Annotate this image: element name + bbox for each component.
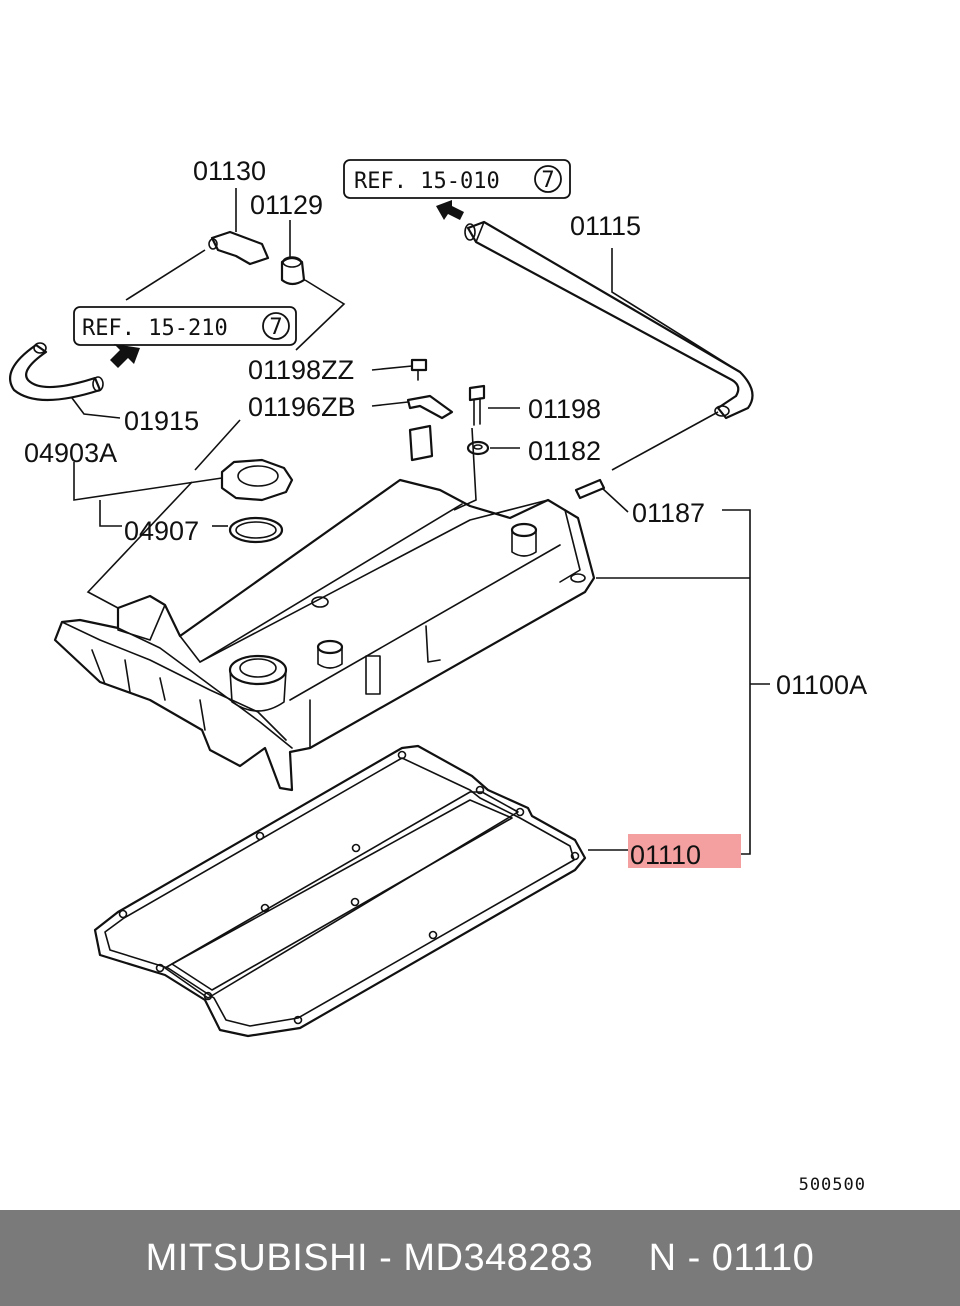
- parts-diagram: REF. 15-010 7 REF. 15-210 7 01130 01129 …: [9, 156, 867, 1195]
- hardware-parts: [220, 358, 606, 544]
- label-01110: 01110: [630, 840, 701, 870]
- part-labels: 01130 01129 01115 01198ZZ 01196ZB 01198 …: [24, 156, 867, 870]
- label-01130: 01130: [193, 156, 266, 186]
- label-01198: 01198: [528, 394, 601, 424]
- label-01915: 01915: [124, 406, 199, 436]
- leader-lines: [71, 188, 770, 855]
- label-01187: 01187: [632, 498, 705, 528]
- ref-box-top: REF. 15-010 7: [343, 159, 571, 199]
- ref-left-circle: 7: [269, 315, 282, 340]
- label-01115: 01115: [570, 211, 641, 241]
- ref-box-left: REF. 15-210 7: [73, 306, 297, 346]
- footer-part-info: MITSUBISHI - MD348283 N - 01110: [145, 1236, 815, 1279]
- footer-bar: MITSUBISHI - MD348283 N - 01110: [0, 1210, 960, 1306]
- ref-top-circle: 7: [541, 168, 554, 193]
- pcv-hose: [9, 342, 104, 402]
- arrow-top: [436, 200, 464, 220]
- label-04903A: 04903A: [24, 438, 117, 468]
- rocker-cover: [53, 478, 596, 792]
- label-01129: 01129: [250, 190, 323, 220]
- label-04907: 04907: [124, 516, 199, 546]
- label-01196ZB: 01196ZB: [248, 392, 356, 422]
- breather-hose: [464, 220, 754, 420]
- ref-top-text: REF. 15-010: [354, 169, 500, 194]
- figure-number: 500500: [799, 1175, 866, 1195]
- label-01182: 01182: [528, 436, 601, 466]
- arrow-left: [110, 344, 140, 368]
- ref-left-text: REF. 15-210: [82, 316, 228, 341]
- pcv-fitting: [208, 230, 306, 286]
- label-01198ZZ: 01198ZZ: [248, 355, 354, 385]
- label-01100A: 01100A: [776, 670, 867, 700]
- highlight-01110: [628, 834, 741, 868]
- valve-cover-gasket: [93, 744, 587, 1038]
